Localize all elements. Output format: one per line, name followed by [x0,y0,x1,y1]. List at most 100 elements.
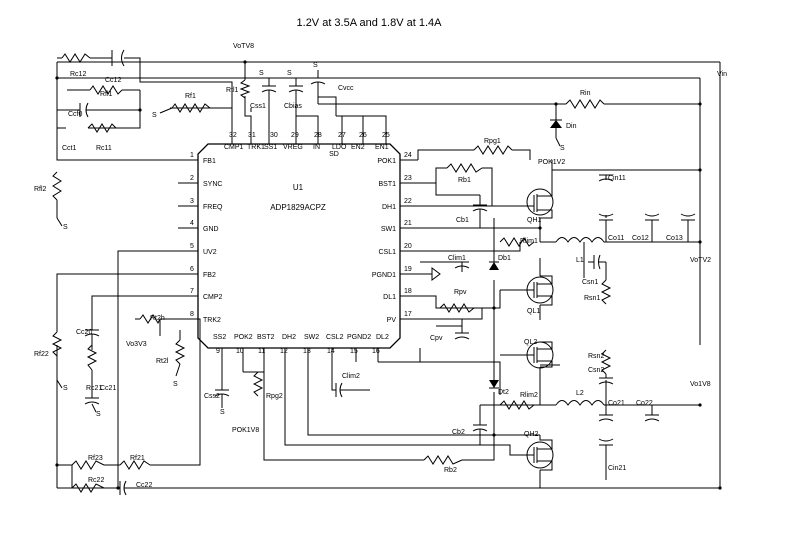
pin-num-14: 14 [327,348,335,355]
ic-u1: U1 ADP1829ACPZ SD [197,143,401,349]
label-co12: Co12 [632,235,649,242]
pin-num-29: 29 [291,132,299,139]
label-cc22: Cc22 [136,482,152,489]
pin-num-20: 20 [404,243,412,250]
pin-num-6: 6 [190,266,194,273]
resistor-rb1 [446,163,483,173]
resistor-rfl1 [89,85,123,95]
ground-label-din: S [560,145,565,152]
label-rlim1: Rlim1 [520,238,538,245]
pin-name-sync: SYNC [203,181,222,188]
resistor-rsn2 [600,349,612,375]
resistor-rpg2 [252,371,264,397]
pin-name-dl2: DL2 [376,334,389,341]
label-clim1: Clim1 [448,255,466,262]
resistor-rpv [439,303,475,313]
pin-num-12: 12 [280,348,288,355]
capacitor-co21 [598,405,614,422]
label-rsn2: Rsn2 [588,353,604,360]
pin-num-27: 27 [338,132,346,139]
ic-pin-labels-right: 24 23 22 21 20 19 18 17 POK1 BST1 DH1 SW… [372,152,412,324]
pin-num-13: 13 [303,348,311,355]
pin-num-25: 25 [382,132,390,139]
mosfet-ql2 [500,341,554,397]
pin-num-22: 22 [404,198,412,205]
label-rfl2: Rfl2 [34,186,47,193]
schematic-title: 1.2V at 3.5A and 1.8V at 1.4A [297,17,443,29]
resistor-rlim1 [499,237,535,247]
resistor-rc21 [86,344,98,371]
label-css1: Css1 [250,103,266,110]
label-cc20: Cc20 [76,329,92,336]
pin-name-uv2: UV2 [203,249,217,256]
label-rb1: Rb1 [458,177,471,184]
label-rf22: Rf22 [34,351,49,358]
pin-num-30: 30 [270,132,278,139]
capacitor-cbias [288,78,304,100]
label-din: Din [566,123,577,130]
ground-icon-rf22 [56,379,63,389]
label-rt2l: Rt2l [156,358,169,365]
pin-num-23: 23 [404,175,412,182]
pin-num-24: 24 [404,152,412,159]
label-ql2: QL2 [524,339,537,346]
label-cbias: Cbias [284,103,302,110]
pin-num-8: 8 [190,311,194,318]
ground-label-css1: S [259,70,264,77]
pin-num-18: 18 [404,288,412,295]
resistor-rpg1 [473,145,513,155]
label-cct1: Cct1 [62,145,77,152]
capacitor-cvcc [310,70,326,86]
label-ql1: QL1 [527,308,540,315]
label-rpg2: Rpg2 [266,393,283,400]
capacitor-cc22 [119,480,137,496]
pin-num-3: 3 [190,198,194,205]
label-rb2: Rb2 [444,467,457,474]
ground-icon-pgnd1 [431,267,441,281]
net-label-vin: Vin [717,71,727,78]
pin-name-sw1: SW1 [381,226,396,233]
pin-name-in: IN [313,144,320,151]
ground-icon-rt2l [175,330,181,377]
pin-num-21: 21 [404,220,412,227]
ic-pin-labels-bottom: SS2 POK2 BST2 DH2 SW2 CSL2 PGND2 DL2 9 1… [213,334,389,355]
label-cin11: Cin11 [608,175,626,182]
label-db1: Db1 [498,255,511,262]
label-rf1: Rf1 [185,93,196,100]
pin-name-freq: FREQ [203,204,223,211]
mosfet-ql1 [520,275,554,306]
label-rt2h: Rt2h [150,315,165,322]
resistor-rlim2 [499,400,535,410]
capacitor-css2 [214,389,230,402]
ground-icon-rf1 [159,107,173,114]
label-cin21: Cin21 [608,465,626,472]
label-rin: Rin [580,90,591,97]
label-cb1: Cb1 [456,217,469,224]
diode-db1 [489,261,499,270]
label-co13: Co13 [666,235,683,242]
ground-icon-din [555,137,561,147]
pin-name-dh1: DH1 [382,204,396,211]
pin-num-19: 19 [404,266,412,273]
pin-name-bst1: BST1 [378,181,396,188]
capacitor-csn2 [598,374,614,405]
capacitor-cc12 [111,49,125,67]
capacitor-cb2 [472,405,488,445]
ic-pin-labels-left: 1 2 3 4 5 6 7 8 FB1 SYNC FREQ GND UV2 FB… [190,152,223,324]
net-label-pok1: POK1V2 [538,159,565,166]
pin-num-32: 32 [229,132,237,139]
net-label-pok2: POK1V8 [232,427,259,434]
ground-label-cvcc: S [313,62,318,69]
label-rc22: Rc22 [88,477,104,484]
ground-label-cbias: S [287,70,292,77]
pin-num-2: 2 [190,175,194,182]
pin-num-11: 11 [258,348,265,355]
label-csn2: Csn2 [588,367,604,374]
inductor-l1 [555,237,640,243]
label-cvcc: Cvcc [338,85,354,92]
capacitor-csn1 [588,254,607,280]
label-rlim2: Rlim2 [520,392,538,399]
pin-num-15: 15 [350,348,358,355]
capacitor-cpv [454,332,470,340]
pin-num-28: 28 [314,132,322,139]
